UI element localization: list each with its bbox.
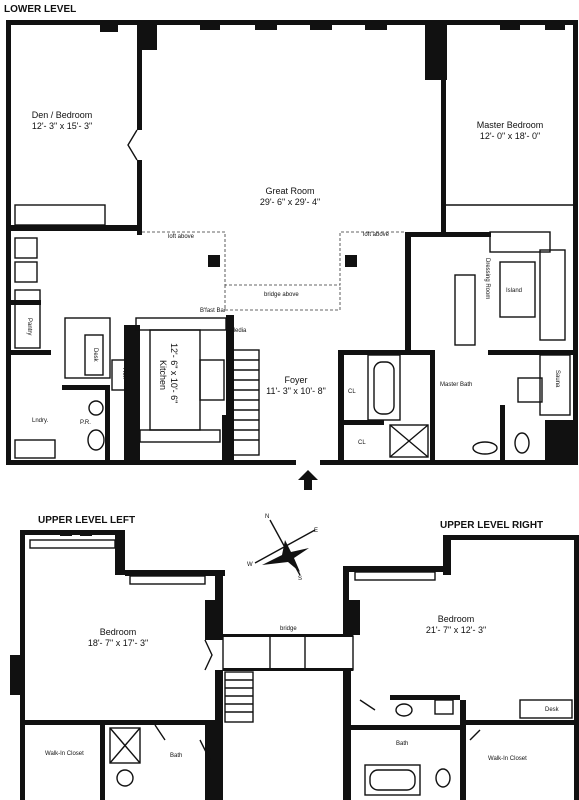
ref-label: Ref. xyxy=(121,368,127,379)
sauna-label: Sauna xyxy=(554,370,560,388)
compass-east: E xyxy=(314,528,318,534)
master-bedroom-dim: 12'- 0" x 18'- 0" xyxy=(480,131,540,141)
entry-arrow-icon xyxy=(298,470,318,490)
powder-room-label: P.R. xyxy=(80,420,91,426)
upper-left-bath-label: Bath xyxy=(170,753,182,759)
bridge xyxy=(222,634,354,671)
great-room-name: Great Room xyxy=(265,186,314,196)
foyer-name: Foyer xyxy=(284,375,307,385)
foyer-dim: 11'- 3" x 10'- 8" xyxy=(266,386,326,396)
pantry-label: Pantry xyxy=(26,318,32,335)
lower-level-walls xyxy=(6,20,578,465)
desk-label: Desk xyxy=(92,348,98,363)
upper-left-bedroom-dim: 18'- 7" x 17'- 3" xyxy=(88,638,148,648)
loft-above-right: loft above xyxy=(363,232,390,238)
bfast-bar-label: B'fast Bar xyxy=(200,308,226,314)
den-dim: 12'- 3" x 15'- 3" xyxy=(32,121,92,131)
upper-right-walkin-closet: Walk-In Closet xyxy=(488,756,527,762)
kitchen-dim: 12'- 6" x 10'- 6" xyxy=(169,343,179,403)
upper-left-bedroom-name: Bedroom xyxy=(100,627,137,637)
great-room-dim: 29'- 6" x 29'- 4" xyxy=(260,197,320,207)
compass-north: N xyxy=(265,514,269,520)
master-bedroom-name: Master Bedroom xyxy=(477,120,544,130)
bridge-above-label: bridge above xyxy=(264,292,299,298)
compass-south: S xyxy=(298,576,302,582)
laundry-label: Lndry. xyxy=(32,418,49,424)
lower-level-details xyxy=(14,129,571,459)
upper-right-bath-label: Bath xyxy=(396,741,408,747)
compass-west: W xyxy=(247,562,253,568)
island-label: Island xyxy=(506,288,522,294)
upper-left-details xyxy=(29,539,213,787)
closet-label-2: CL xyxy=(358,440,366,446)
upper-left-walls xyxy=(10,530,225,800)
upper-right-walls xyxy=(343,535,579,800)
den-name: Den / Bedroom xyxy=(32,110,93,120)
media-label: Media xyxy=(230,328,247,334)
loft-above-left: loft above xyxy=(168,234,195,240)
upper-right-bedroom-dim: 21'- 7" x 12'- 3" xyxy=(426,625,486,635)
upper-right-details xyxy=(354,571,573,796)
master-bath-label: Master Bath xyxy=(440,382,472,388)
upper-right-desk-label: Desk xyxy=(545,707,560,713)
upper-level-right-title: UPPER LEVEL RIGHT xyxy=(440,520,543,531)
upper-left-walkin-closet: Walk-In Closet xyxy=(45,751,84,757)
closet-label-1: CL xyxy=(348,389,356,395)
bridge-label: bridge xyxy=(280,626,297,632)
dressing-room-label: Dressing Room xyxy=(484,258,490,299)
kitchen-name: Kitchen xyxy=(158,360,168,390)
lower-level-title: LOWER LEVEL xyxy=(4,4,76,15)
upper-stairs xyxy=(224,671,254,723)
compass-icon xyxy=(254,519,316,576)
upper-level-left-title: UPPER LEVEL LEFT xyxy=(38,515,135,526)
upper-right-bedroom-name: Bedroom xyxy=(438,614,475,624)
